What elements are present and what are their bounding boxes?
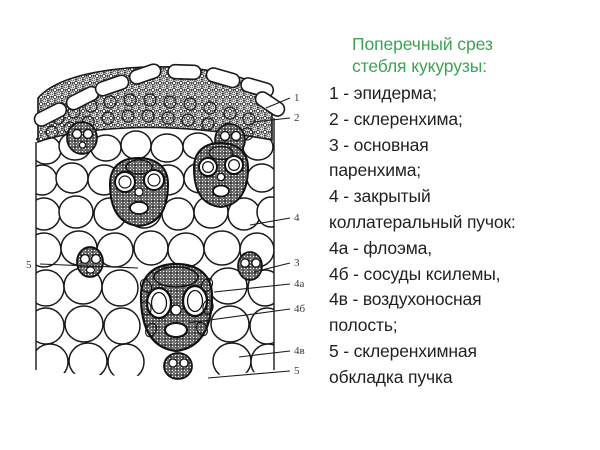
- leader-line-4б: [187, 308, 291, 324]
- vascular-bundle-middle-left: [108, 156, 170, 228]
- leader-label-4б: 4б: [294, 303, 306, 315]
- legend-text-panel: Поперечный срез стебля кукурузы: 1 - эпи…: [329, 33, 591, 391]
- legend-line: 4б - сосуды ксилемы,: [329, 263, 501, 284]
- legend-line: полость;: [329, 315, 398, 336]
- leader-line-5: [207, 370, 291, 379]
- small-vascular-bundle-upper-left: [66, 121, 98, 155]
- leader-labels-group: 1 2 4 3 4а 4б 4в 5 5: [26, 92, 306, 377]
- legend-line: коллатеральный пучок:: [329, 211, 516, 232]
- leader-label-4в: 4в: [294, 345, 305, 357]
- leader-label-4: 4: [294, 212, 300, 224]
- leader-line-4в: [238, 350, 291, 358]
- legend-line: паренхима;: [329, 160, 421, 181]
- leader-line-4: [249, 217, 291, 226]
- leader-line-1: [265, 97, 291, 109]
- vascular-bundle-left-mid: [76, 246, 104, 278]
- legend-line: 3 - основная: [329, 134, 429, 155]
- vascular-bundle-bottom: [163, 352, 193, 380]
- leader-label-4а: 4а: [294, 278, 305, 290]
- leader-line-3: [253, 262, 291, 273]
- legend-line: обкладка пучка: [329, 366, 453, 387]
- legend-list: 1 - эпидерма; 2 - склеренхима; 3 - основна…: [329, 81, 591, 391]
- legend-line: 4а - флоэма,: [329, 237, 432, 258]
- vascular-bundle-lower-right: [237, 251, 263, 281]
- legend-line: 5 - склеренхимная: [329, 340, 477, 361]
- vascular-bundle-middle-right: [192, 141, 250, 209]
- leader-lines-group: [39, 97, 291, 379]
- leader-line-4а: [213, 283, 291, 293]
- figure-title-line-2: стебля кукурузы:: [352, 56, 488, 76]
- legend-line: 1 - эпидерма;: [329, 83, 437, 103]
- leader-label-2: 2: [294, 112, 300, 124]
- leader-line-2: [252, 117, 291, 123]
- legend-line: 4 - закрытый: [329, 186, 431, 207]
- vascular-bundle-labelled-main: [139, 262, 214, 353]
- leader-label-3: 3: [294, 257, 300, 269]
- leader-label-5: 5: [294, 365, 300, 377]
- stem-cross-section-drawing: 1 2 4 3 4а 4б 4в 5 5: [26, 62, 306, 380]
- figure-title: Поперечный срез стебля кукурузы:: [329, 33, 591, 77]
- legend-line: 2 - склеренхима;: [329, 108, 463, 129]
- leader-label-5: 5: [26, 259, 32, 271]
- leader-line-5: [39, 263, 139, 269]
- stem-cross-section-figure: 1 2 4 3 4а 4б 4в 5 5: [18, 18, 308, 380]
- legend-line: 4в - воздухоносная: [329, 289, 482, 310]
- figure-title-line-1: Поперечный срез: [352, 34, 493, 54]
- epidermis-layer: [33, 63, 286, 127]
- leader-label-1: 1: [294, 92, 300, 104]
